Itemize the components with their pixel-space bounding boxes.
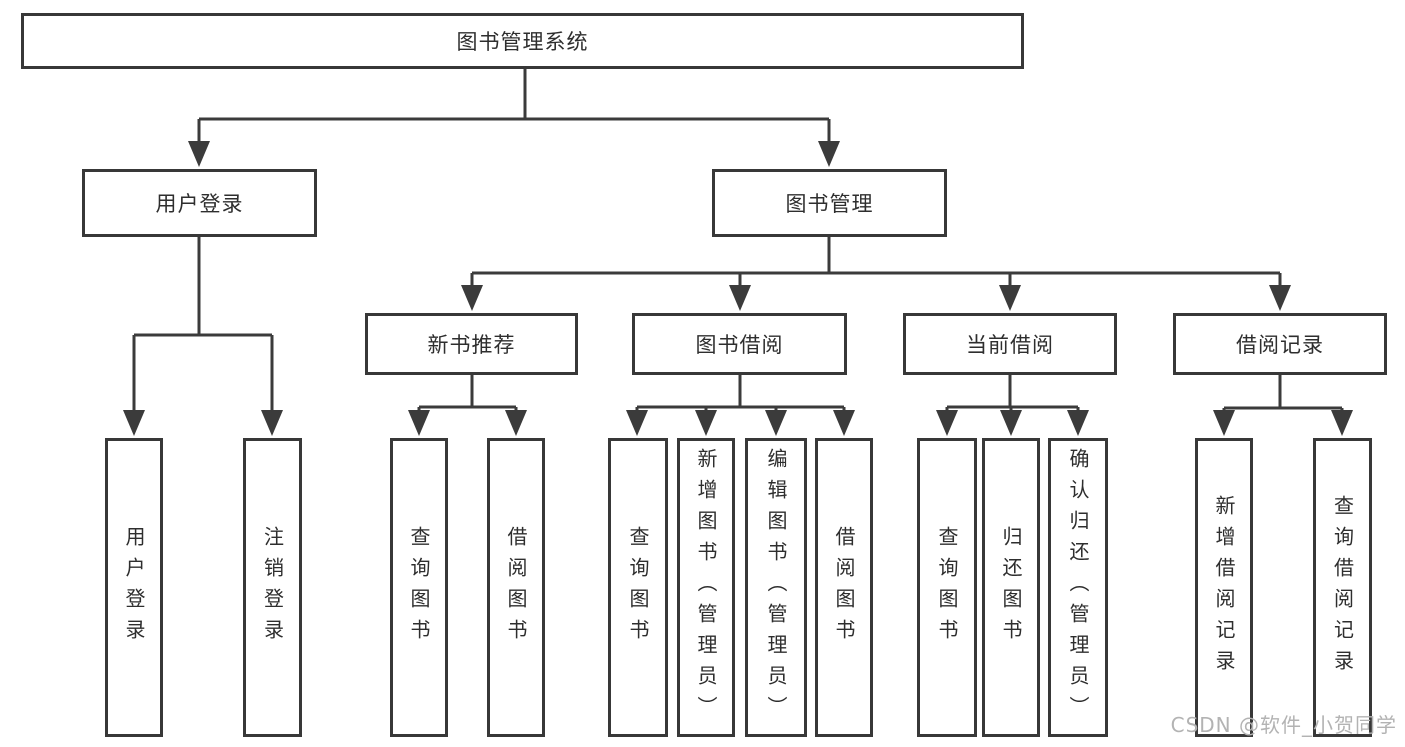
connector-borrow-records-children [1213, 375, 1353, 436]
node-current-borrowing: 当前借阅 [903, 313, 1117, 375]
node-leaf-confirm-return-admin-label: 确认归还（管理员） [1066, 448, 1090, 727]
node-leaf-edit-book-admin-label: 编辑图书（管理员） [764, 448, 788, 727]
node-current-borrowing-label: 当前借阅 [966, 333, 1054, 357]
node-leaf-add-borrow-record: 新增借阅记录 [1195, 438, 1253, 737]
node-root-system: 图书管理系统 [21, 13, 1024, 69]
node-user-login: 用户登录 [82, 169, 317, 237]
csdn-watermark: CSDN @软件_小贺同学 [1170, 713, 1397, 737]
node-leaf-query-book-2-label: 查询图书 [626, 525, 650, 650]
node-leaf-borrow-book-2-label: 借阅图书 [832, 525, 856, 650]
node-leaf-return-book-label: 归还图书 [999, 525, 1023, 650]
node-leaf-query-book-2: 查询图书 [608, 438, 668, 737]
connector-book-mgmt-to-level3 [461, 237, 1291, 311]
node-book-borrowing-label: 图书借阅 [695, 333, 784, 357]
node-book-management-label: 图书管理 [785, 192, 874, 216]
node-leaf-logout: 注销登录 [243, 438, 302, 737]
node-leaf-query-borrow-record-label: 查询借阅记录 [1330, 494, 1355, 681]
node-leaf-query-borrow-record: 查询借阅记录 [1313, 438, 1372, 737]
connector-current-borrow-children [936, 375, 1089, 436]
connector-root-to-level2 [188, 69, 840, 167]
node-leaf-add-book-admin: 新增图书（管理员） [677, 438, 735, 737]
node-leaf-query-book-1-label: 查询图书 [407, 525, 431, 650]
connector-user-login-children [123, 237, 283, 436]
node-book-borrowing: 图书借阅 [632, 313, 847, 375]
node-leaf-add-book-admin-label: 新增图书（管理员） [694, 448, 718, 727]
node-leaf-borrow-book-1-label: 借阅图书 [504, 525, 528, 650]
node-borrowing-records: 借阅记录 [1173, 313, 1387, 375]
node-user-login-label: 用户登录 [155, 192, 244, 216]
node-borrowing-records-label: 借阅记录 [1236, 333, 1324, 357]
node-leaf-confirm-return-admin: 确认归还（管理员） [1048, 438, 1108, 737]
node-leaf-edit-book-admin: 编辑图书（管理员） [745, 438, 807, 737]
node-leaf-logout-label: 注销登录 [260, 525, 285, 650]
node-leaf-borrow-book-1: 借阅图书 [487, 438, 545, 737]
connector-new-book-rec-children [408, 375, 527, 436]
node-leaf-query-book-1: 查询图书 [390, 438, 448, 737]
node-leaf-add-borrow-record-label: 新增借阅记录 [1212, 494, 1236, 681]
node-leaf-user-login-label: 用户登录 [122, 525, 146, 650]
node-leaf-user-login: 用户登录 [105, 438, 163, 737]
node-leaf-query-book-3: 查询图书 [917, 438, 977, 737]
node-leaf-query-book-3-label: 查询图书 [935, 525, 959, 650]
node-new-book-recommendation-label: 新书推荐 [427, 333, 516, 357]
node-leaf-return-book: 归还图书 [982, 438, 1040, 737]
node-leaf-borrow-book-2: 借阅图书 [815, 438, 873, 737]
node-root-system-label: 图书管理系统 [456, 30, 589, 54]
node-new-book-recommendation: 新书推荐 [365, 313, 578, 375]
connector-book-borrow-children [626, 375, 855, 436]
node-book-management: 图书管理 [712, 169, 947, 237]
